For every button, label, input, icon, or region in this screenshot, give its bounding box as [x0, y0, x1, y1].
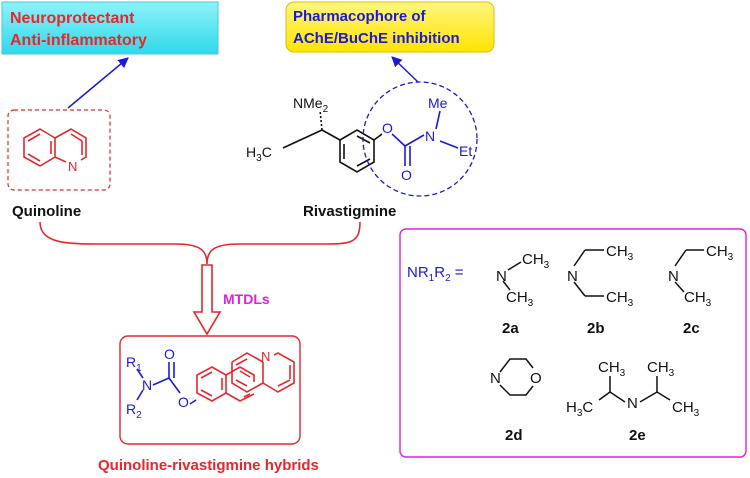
hollow-arrow: [192, 264, 222, 336]
substituent-2c: N CH3 CH3 2c: [668, 243, 734, 337]
pharmacophore-circle: [362, 81, 478, 197]
neuroprotectant-text: Neuroprotectant: [10, 10, 135, 27]
svg-text:N: N: [490, 370, 501, 387]
anti-inflammatory-text: Anti-inflammatory: [10, 32, 147, 49]
svg-text:CH3: CH3: [606, 243, 634, 263]
svg-text:R1: R1: [126, 354, 142, 374]
svg-text:H3C: H3C: [246, 144, 272, 164]
nr1r2-label: NR1R2 =: [407, 264, 464, 284]
code-2e: 2e: [629, 427, 646, 444]
code-2b: 2b: [587, 320, 605, 337]
pharmacophore-box: Pharmacophore of AChE/BuChE inhibition: [285, 1, 495, 53]
quinoline-n-atom: N: [68, 159, 77, 174]
svg-text:N: N: [567, 268, 578, 285]
svg-text:R2: R2: [126, 401, 142, 421]
substituent-2e: H3C CH3 N CH3 CH3 2e: [566, 359, 700, 444]
svg-text:N: N: [668, 268, 679, 285]
neuroprotectant-box: Neuroprotectant Anti-inflammatory: [1, 1, 219, 55]
arrow-to-pharma: [391, 56, 419, 83]
substituent-box: NR1R2 = N CH3 CH3 2a N CH3 CH3 2b: [399, 228, 747, 458]
mtdls-label: MTDLs: [223, 291, 270, 307]
hybrid-n: N: [142, 377, 152, 393]
svg-text:CH3: CH3: [598, 359, 626, 379]
svg-text:CH3: CH3: [606, 289, 634, 309]
h3c-label: H: [246, 144, 256, 160]
rivastigmine-label: Rivastigmine: [303, 203, 396, 220]
svg-text:NMe2: NMe2: [293, 95, 329, 115]
ache-buche-text: AChE/BuChE inhibition: [293, 30, 460, 47]
hybrid-quinoline-n: N: [261, 349, 270, 364]
quinoline-structure: N: [7, 109, 111, 191]
pharmacophore-text: Pharmacophore of: [293, 8, 427, 25]
rivastigmine-o-carbonyl: O: [401, 167, 412, 183]
code-2d: 2d: [505, 427, 523, 444]
svg-text:CH3: CH3: [706, 243, 734, 263]
svg-text:N: N: [627, 395, 638, 412]
hybrids-label: Quinoline-rivastigmine hybrids: [98, 457, 319, 474]
svg-text:CH3: CH3: [647, 359, 675, 379]
svg-text:CH3: CH3: [672, 399, 700, 419]
substituent-2d: N O 2d: [490, 358, 542, 444]
rivastigmine-o-ester: O: [382, 120, 393, 136]
code-2c: 2c: [683, 320, 700, 337]
hybrid-o-ester: O: [178, 394, 189, 410]
svg-text:H3C: H3C: [566, 399, 593, 419]
merge-bracket: [39, 221, 361, 265]
svg-text:CH3: CH3: [506, 289, 534, 309]
substituent-2b: N CH3 CH3 2b: [567, 243, 634, 337]
nme2-label: NMe: [293, 95, 323, 111]
hybrid-structure: R1 N R2 O O N: [119, 335, 301, 445]
svg-text:CH3: CH3: [522, 251, 550, 271]
quinoline-label: Quinoline: [12, 203, 81, 220]
svg-text:CH3: CH3: [684, 289, 712, 309]
hybrid-o-carbonyl: O: [164, 346, 175, 362]
rivastigmine-me: Me: [428, 95, 448, 111]
rivastigmine-n: N: [425, 128, 435, 144]
code-2a: 2a: [502, 320, 519, 337]
svg-text:O: O: [530, 370, 542, 387]
rivastigmine-et: Et: [459, 143, 472, 159]
hybrid-r2: R: [126, 401, 136, 417]
hybrid-r1: R: [126, 354, 136, 370]
svg-text:N: N: [496, 268, 507, 285]
arrow-to-neuro: [67, 57, 129, 109]
substituent-2a: N CH3 CH3 2a: [496, 251, 550, 337]
rivastigmine-structure: NMe2 H3C O O N Me Et: [246, 81, 478, 197]
